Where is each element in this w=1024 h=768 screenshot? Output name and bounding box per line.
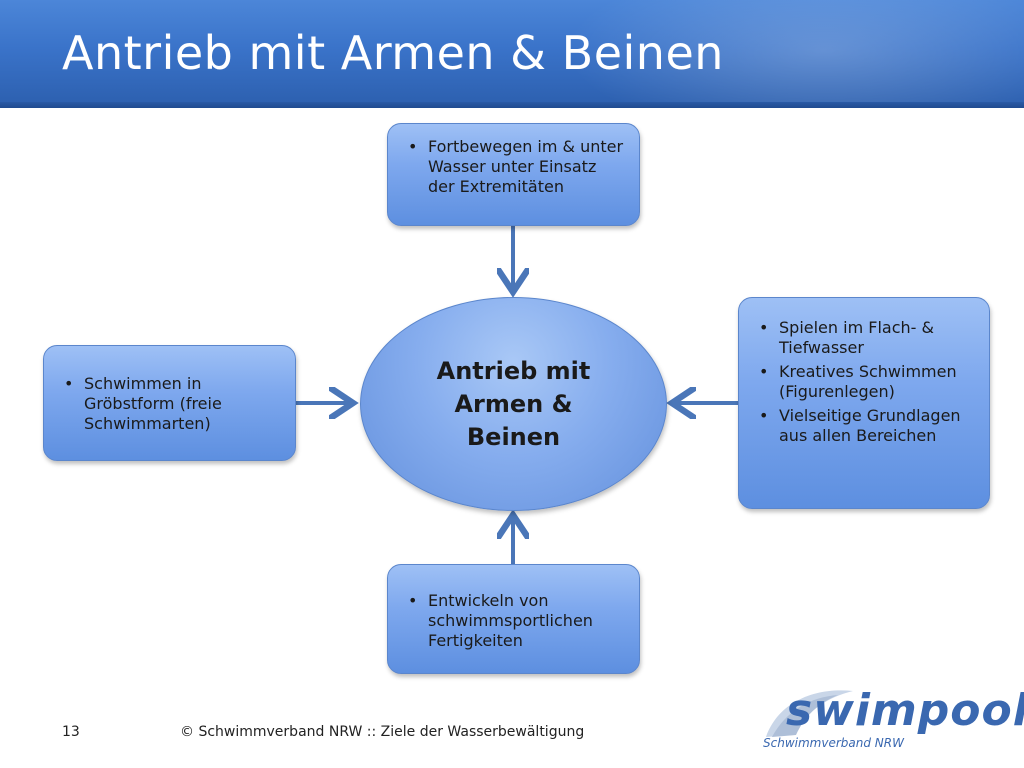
footer-copyright: © Schwimmverband NRW :: Ziele der Wasser… bbox=[180, 724, 585, 740]
logo-subtitle: Schwimmverband NRW bbox=[763, 736, 904, 750]
list-item: Entwickeln von schwimmsportlichen Fertig… bbox=[406, 591, 625, 651]
title-bar: Antrieb mit Armen & Beinen bbox=[0, 0, 1024, 108]
center-label: Antrieb mit Armen & Beinen bbox=[436, 356, 591, 451]
box-left: Schwimmen in Gröbstform (freie Schwimmar… bbox=[43, 345, 296, 461]
swoosh-icon bbox=[766, 690, 853, 737]
header-highlight bbox=[564, 0, 1024, 108]
list-item: Schwimmen in Gröbstform (freie Schwimmar… bbox=[62, 374, 281, 434]
list-item: Kreatives Schwimmen (Figurenlegen) bbox=[757, 362, 975, 402]
center-ellipse: Antrieb mit Armen & Beinen bbox=[360, 297, 667, 511]
slide-title: Antrieb mit Armen & Beinen bbox=[62, 26, 724, 80]
list-item: Vielseitige Grundlagen aus allen Bereich… bbox=[757, 406, 975, 446]
box-bottom: Entwickeln von schwimmsportlichen Fertig… bbox=[387, 564, 640, 674]
list-item: Spielen im Flach- & Tiefwasser bbox=[757, 318, 975, 358]
list-item: Fortbewegen im & unter Wasser unter Eins… bbox=[406, 137, 625, 197]
logo-wordmark: swimpool bbox=[786, 685, 1024, 736]
box-right: Spielen im Flach- & Tiefwasser Kreatives… bbox=[738, 297, 990, 509]
page-number: 13 bbox=[62, 724, 80, 740]
box-top: Fortbewegen im & unter Wasser unter Eins… bbox=[387, 123, 640, 226]
swimpool-logo: swimpool Schwimmverband NRW bbox=[758, 685, 1024, 755]
